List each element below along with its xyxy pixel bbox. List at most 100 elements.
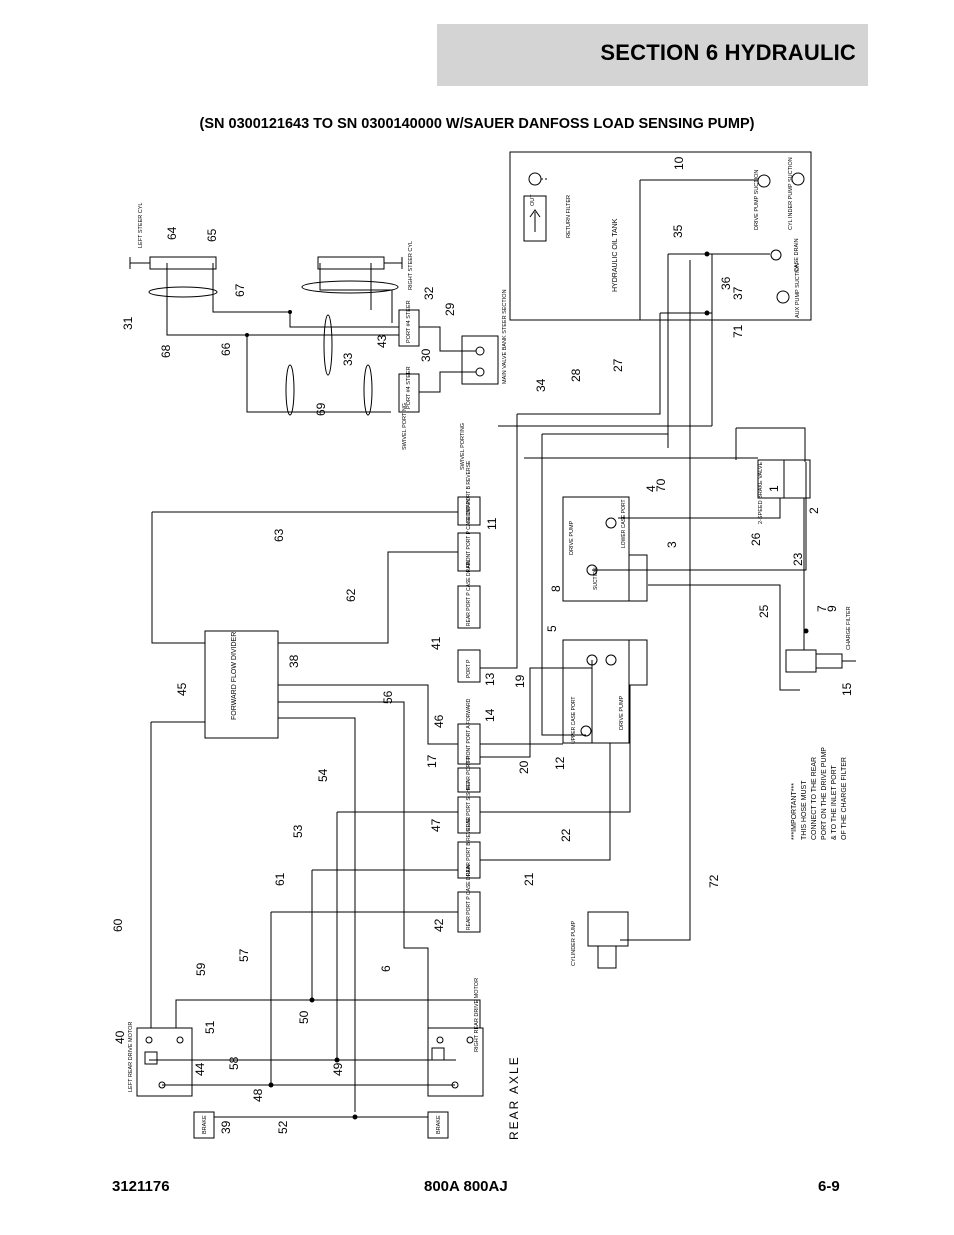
callout-28: 28 (569, 368, 583, 382)
callout-52: 52 (276, 1120, 290, 1134)
callout-68: 68 (159, 344, 173, 358)
callout-1: 1 (767, 485, 781, 492)
two-speed-valve: 2-SPEED BRAKE VALVE (757, 459, 811, 524)
callout-5: 5 (545, 625, 559, 632)
important-note: ***IMPORTANT*** THIS HOSE MUST CONNECT T… (791, 747, 848, 840)
section-title: SECTION 6 HYDRAULIC (600, 40, 856, 65)
callout-57: 57 (237, 948, 251, 962)
callout-3: 3 (665, 541, 679, 548)
lower-drive-pump: DRIVE PUMP (562, 496, 648, 602)
callout-13: 13 (483, 672, 497, 686)
note-line-4: PORT ON THE DRIVE PUMP (821, 747, 828, 840)
left-steer-cyl-label: LEFT STEER CYL (138, 203, 144, 248)
callout-62: 62 (344, 588, 358, 602)
note-line-3: CONNECT TO THE REAR (811, 757, 818, 840)
callout-11: 11 (485, 517, 499, 530)
callout-70: 70 (654, 478, 668, 492)
callout-21: 21 (522, 872, 536, 886)
swivel-porting-2: SWIVEL PORTING (460, 423, 466, 470)
callout-32: 32 (422, 286, 436, 300)
callout-49: 49 (331, 1062, 345, 1076)
drive-pump-suction-label: DRIVE PUMP SUCTION (754, 170, 760, 230)
callout-8: 8 (549, 585, 563, 592)
right-steer-cylinder: RIGHT STEER CYL (317, 241, 414, 290)
callout-48: 48 (251, 1088, 265, 1102)
rear-port-p2-label: REAR PORT P (466, 756, 472, 790)
callout-33: 33 (341, 352, 355, 366)
callout-43: 43 (375, 334, 389, 348)
footer-model: 800A 800AJ (424, 1178, 508, 1195)
callout-58: 58 (227, 1056, 241, 1070)
aux-pump-suction-port (776, 290, 790, 304)
cylinder-pump-label: CYLINDER PUMP (571, 920, 577, 966)
callout-61: 61 (273, 872, 287, 886)
drive-pump-upper-label: DRIVE PUMP (619, 695, 625, 730)
aux-pump-suction-label: AUX PUMP SUCTION (795, 263, 801, 318)
callout-7: 7 (815, 605, 829, 612)
flow-divider-label: FORWARD FLOW DIVIDER (231, 632, 238, 720)
callout-60: 60 (111, 918, 125, 932)
cylinder-pump: CYLINDER PUMP (571, 911, 629, 969)
swivel-porting-1: SWIVEL PORTING (402, 403, 408, 450)
callout-65: 65 (205, 228, 219, 242)
callout-47: 47 (429, 818, 443, 832)
callout-36: 36 (719, 276, 733, 290)
front-port-a-label: FRONT PORT A FORWARD (466, 698, 472, 762)
callout-41: 41 (429, 636, 443, 650)
callout-10: 10 (672, 156, 686, 170)
callout-71: 71 (731, 324, 745, 338)
case-drain-label: CASE DRAIN (794, 238, 800, 272)
brake-left-label: BRAKE (202, 1115, 208, 1134)
callout-53: 53 (291, 824, 305, 838)
callout-20: 20 (517, 760, 531, 774)
callout-38: 38 (287, 654, 301, 668)
case-drain-port (770, 249, 782, 261)
callout-44: 44 (193, 1062, 207, 1076)
callout-35: 35 (671, 224, 685, 238)
callout-50: 50 (297, 1010, 311, 1024)
callout-42: 42 (432, 918, 446, 932)
callout-59: 59 (194, 962, 208, 976)
callout-23: 23 (791, 552, 805, 566)
callout-27: 27 (611, 358, 625, 372)
charge-filter-label: CHARGE FILTER (846, 606, 852, 650)
callout-25: 25 (757, 604, 771, 618)
port-b4-label: PORT #4 STEER (406, 366, 412, 409)
subtitle: (SN 0300121643 TO SN 0300140000 W/SAUER … (199, 116, 755, 132)
callout-56: 56 (381, 690, 395, 704)
upper-case-port-label: UPPER CASE PORT (571, 697, 577, 744)
left-motor-label: LEFT REAR DRIVE MOTOR (128, 1022, 134, 1092)
note-line-6: OF THE CHARGE FILTER (841, 757, 848, 840)
front-port-b-label: FRONT PORT B REVERSE (466, 460, 472, 523)
upper-drive-pump: DRIVE PUMP (562, 639, 648, 744)
callout-22: 22 (559, 828, 573, 842)
callout-17: 17 (425, 754, 439, 768)
callout-69: 69 (314, 402, 328, 416)
rear-port-case-label: REAR PORT P CASE DRAIN (466, 864, 472, 930)
footer-doc-number: 3121176 (112, 1178, 170, 1195)
callout-64: 64 (165, 226, 179, 240)
callout-31: 31 (121, 316, 135, 330)
note-line-2: THIS HOSE MUST (801, 780, 808, 840)
junction-dots (245, 251, 809, 1120)
callout-12: 12 (553, 756, 567, 770)
callout-72: 72 (707, 874, 721, 888)
right-steer-cyl-label: RIGHT STEER CYL (408, 241, 414, 290)
port-p-label: PORT P (466, 659, 472, 678)
callout-51: 51 (203, 1020, 217, 1034)
callout-29: 29 (443, 302, 457, 316)
callout-66: 66 (219, 342, 233, 356)
footer-page: 6-9 (818, 1178, 840, 1195)
callout-6: 6 (379, 965, 393, 972)
rear-port-p-label: REAR PORT P CASE DRAIN (466, 560, 472, 626)
callout-39: 39 (219, 1120, 233, 1134)
brake-valve-label: 2-SPEED BRAKE VALVE (758, 462, 764, 524)
note-line-1: ***IMPORTANT*** (791, 783, 798, 840)
callout-45: 45 (175, 682, 189, 696)
callout-15: 15 (840, 682, 854, 696)
callout-40: 40 (113, 1030, 127, 1044)
callout-54: 54 (316, 768, 330, 782)
suction-label: SUCTION (593, 567, 599, 590)
